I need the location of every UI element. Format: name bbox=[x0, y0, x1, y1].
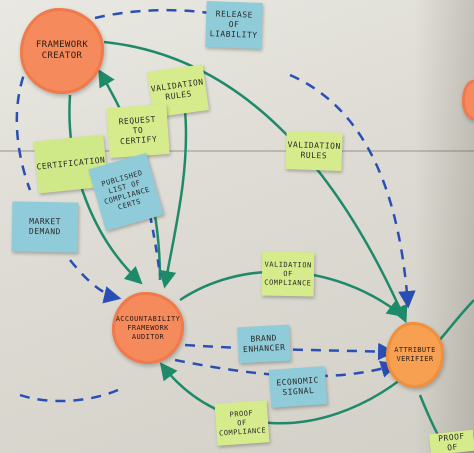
arrow-creator-to-verifier bbox=[103, 40, 408, 324]
arrow-rules-to-auditor bbox=[158, 109, 188, 289]
note-release-of-liability: RELEASE OF LIABILITY bbox=[205, 1, 263, 49]
board-seam bbox=[0, 150, 474, 152]
arrow-right-edge bbox=[434, 299, 474, 346]
dashed-published bbox=[148, 214, 162, 276]
dashed-bottom-left bbox=[19, 388, 119, 403]
dashed-creator-left bbox=[15, 59, 32, 191]
actor-partial-right bbox=[462, 80, 474, 120]
arrow-verifier-to-auditor bbox=[159, 362, 401, 425]
actor-attribute-verifier: ATTRIBUTE VERIFIER bbox=[386, 322, 444, 388]
note-validation-rules-mid: VALIDATION RULES bbox=[285, 131, 343, 171]
dashed-right-arc bbox=[289, 73, 416, 309]
note-economic-signal: ECONOMIC SIGNAL bbox=[268, 366, 328, 408]
note-proof-of-compliance: PROOF OF COMPLIANCE bbox=[214, 400, 270, 446]
dashed-top-arc bbox=[94, 7, 249, 25]
dashed-auditor-brand bbox=[184, 342, 396, 361]
actor-auditor: ACCOUNTABILITY FRAMEWORK AUDITOR bbox=[112, 292, 184, 364]
actor-framework-creator: FRAMEWORK CREATOR bbox=[20, 8, 104, 94]
note-validation-of-compliance: VALIDATION OF COMPLIANCE bbox=[261, 251, 315, 297]
arrow-creator-to-auditor bbox=[68, 94, 143, 285]
note-proof-of-bottom-right: PROOF OF bbox=[429, 429, 474, 453]
note-request-to-certify: REQUEST TO CERTIFY bbox=[106, 103, 170, 159]
note-brand-enhancer: BRAND ENHANCER bbox=[237, 324, 291, 364]
note-market-demand: MARKET DEMAND bbox=[11, 201, 79, 253]
dashed-market-to-auditor bbox=[69, 259, 122, 304]
